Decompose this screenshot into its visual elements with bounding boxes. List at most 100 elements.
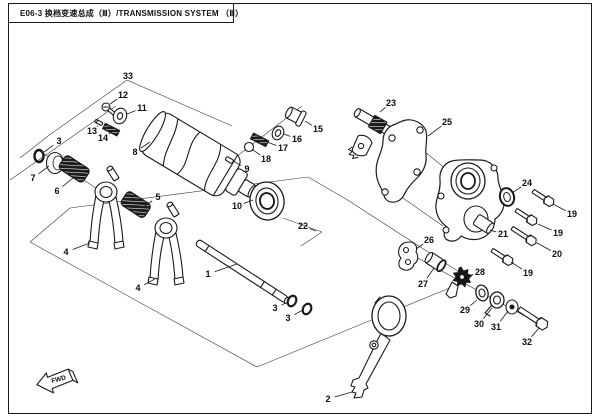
leader-line-3 xyxy=(281,301,289,306)
shift-spindle xyxy=(353,108,393,136)
leader-line-19 xyxy=(537,223,552,231)
leader-line-20 xyxy=(536,242,552,251)
part-number-label-3: 3 xyxy=(272,303,277,313)
leader-line-22 xyxy=(309,228,317,232)
leader-line-13 xyxy=(97,125,99,127)
part-number-label-7: 7 xyxy=(30,173,35,183)
star-cam xyxy=(445,266,473,299)
sector-gear xyxy=(348,134,373,159)
part-number-label-10: 10 xyxy=(232,201,242,211)
leader-line-11 xyxy=(126,110,136,115)
part-number-label-29: 29 xyxy=(460,305,470,315)
part-number-label-12: 12 xyxy=(118,90,128,100)
part-number-label-33: 33 xyxy=(123,71,133,81)
leader-line-27 xyxy=(426,267,435,279)
stopper-bracket xyxy=(398,241,419,271)
circlip xyxy=(33,148,45,164)
part-number-label-4: 4 xyxy=(63,247,68,257)
leader-line-17 xyxy=(266,141,277,146)
fork-spring xyxy=(58,155,90,183)
part-number-label-6: 6 xyxy=(54,186,59,196)
leader-line-2 xyxy=(334,391,353,398)
part-number-label-23: 23 xyxy=(386,98,396,108)
leader-line-10 xyxy=(243,199,254,204)
leader-line-15 xyxy=(304,120,313,126)
part-number-label-15: 15 xyxy=(313,124,323,134)
o-ring xyxy=(286,294,298,308)
leader-line-1 xyxy=(214,263,238,273)
detent-pin xyxy=(94,118,104,126)
flange-bolt xyxy=(530,186,557,209)
bearing-retainer xyxy=(249,181,285,221)
part-number-label-32: 32 xyxy=(522,337,532,347)
part-number-label-3: 3 xyxy=(56,136,61,146)
leader-line-25 xyxy=(427,125,442,137)
leader-line-19 xyxy=(552,203,566,212)
part-number-label-19: 19 xyxy=(523,268,533,278)
part-number-label-28: 28 xyxy=(475,267,485,277)
washer xyxy=(271,125,285,141)
callout-labels: 1233344567891011121314151617181919192021… xyxy=(30,71,577,404)
title-box: E06-3 换档变速总成（Ⅲ）/TRANSMISSION SYSTEM （Ⅲ） xyxy=(8,3,243,23)
fwd-label: FWD xyxy=(51,374,67,384)
part-number-label-30: 30 xyxy=(474,319,484,329)
washer-disc xyxy=(112,107,128,125)
leader-line-8 xyxy=(140,141,151,149)
part-number-label-22: 22 xyxy=(298,221,308,231)
part-number-label-8: 8 xyxy=(132,147,137,157)
detent-ball-spring xyxy=(249,132,270,148)
part-number-label-14: 14 xyxy=(98,133,108,143)
part-number-label-11: 11 xyxy=(137,103,147,113)
washer xyxy=(475,284,489,302)
bushing xyxy=(284,106,307,127)
leader-line-19 xyxy=(510,261,523,270)
steel-ball xyxy=(243,141,255,153)
part-number-label-9: 9 xyxy=(244,164,249,174)
leader-line-32 xyxy=(531,327,540,337)
cover-housing xyxy=(435,159,505,242)
leader-line-4 xyxy=(143,278,156,286)
leader-line-23 xyxy=(379,107,386,113)
fwd-arrow: FWD xyxy=(36,368,79,394)
shift-fork xyxy=(147,200,185,286)
part-number-label-17: 17 xyxy=(278,143,288,153)
part-number-label-4: 4 xyxy=(135,283,140,293)
leader-line-28 xyxy=(468,274,474,277)
long-bolt xyxy=(510,226,537,247)
leader-line-6 xyxy=(62,177,74,187)
gasket xyxy=(375,119,428,203)
part-number-label-26: 26 xyxy=(424,235,434,245)
part-number-label-16: 16 xyxy=(292,134,302,144)
part-number-label-13: 13 xyxy=(87,126,97,136)
leader-line-31 xyxy=(499,310,509,322)
flange-bolt xyxy=(489,245,516,268)
part-number-label-19: 19 xyxy=(567,209,577,219)
leader-lines xyxy=(38,98,566,398)
collar xyxy=(424,251,447,273)
part-number-label-5: 5 xyxy=(155,192,160,202)
o-ring xyxy=(301,302,313,316)
part-number-label-21: 21 xyxy=(498,229,508,239)
gear-shift-arm xyxy=(350,295,407,399)
part-number-label-2: 2 xyxy=(325,394,330,404)
shift-fork xyxy=(87,164,125,250)
leader-line-16 xyxy=(283,133,291,137)
hex-bolt xyxy=(517,306,549,331)
leader-line-21 xyxy=(489,229,497,233)
leader-line-5 xyxy=(142,200,153,208)
leader-line-4 xyxy=(72,242,91,250)
leader-line-9 xyxy=(232,160,242,166)
leader-line-3 xyxy=(43,144,54,153)
fork-spring xyxy=(120,191,151,218)
shift-drum xyxy=(139,111,257,198)
parts-artwork: FWD xyxy=(33,102,557,399)
leader-line-7 xyxy=(38,165,50,175)
part-number-label-20: 20 xyxy=(552,249,562,259)
part-number-label-24: 24 xyxy=(522,178,532,188)
roller-washer xyxy=(505,299,519,315)
leader-line-26 xyxy=(415,243,424,250)
leader-line-14 xyxy=(108,132,111,135)
drum-pin xyxy=(224,156,234,164)
